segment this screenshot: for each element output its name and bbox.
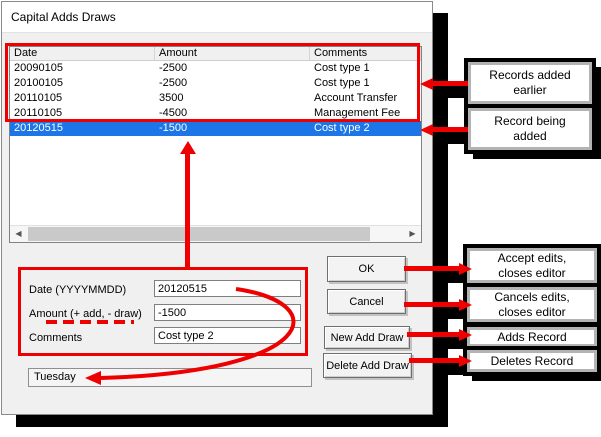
amount-field[interactable] xyxy=(154,304,301,321)
table-row-selected[interactable]: 20120515 -1500 Cost type 2 xyxy=(10,121,421,136)
arrow-shadow xyxy=(437,363,467,375)
comments-field[interactable] xyxy=(154,327,301,344)
callout-cancels-edits: Cancels edits, closes editor xyxy=(467,287,597,322)
delete-add-draw-button[interactable]: Delete Add Draw xyxy=(323,353,412,378)
callout-records-added-earlier: Records added earlier xyxy=(468,62,592,104)
column-header-date[interactable]: Date xyxy=(10,47,155,60)
day-of-week-display: Tuesday xyxy=(28,368,312,387)
callout-deletes-record: Deletes Record xyxy=(467,350,597,372)
capital-adds-draws-dialog: Capital Adds Draws Date Amount Comments … xyxy=(1,1,433,415)
column-header-comments[interactable]: Comments xyxy=(310,47,421,60)
amount-dashed-underline xyxy=(46,320,134,324)
title-bar[interactable]: Capital Adds Draws xyxy=(2,2,432,33)
table-row[interactable]: 20100105 -2500 Cost type 1 xyxy=(10,76,421,91)
arrow-shadow xyxy=(437,307,467,319)
arrow-shadow xyxy=(437,337,467,349)
arrow-shadow xyxy=(437,271,467,283)
cell-comments: Cost type 1 xyxy=(314,62,370,74)
window-title: Capital Adds Draws xyxy=(11,10,116,24)
cell-date: 20090105 xyxy=(14,62,63,74)
cell-amount: -2500 xyxy=(159,77,188,89)
scroll-right-icon[interactable]: ▶ xyxy=(404,226,421,242)
ok-button[interactable]: OK xyxy=(327,256,406,282)
callout-record-being-added: Record being added xyxy=(468,108,592,150)
callout-adds-record: Adds Record xyxy=(467,327,597,347)
date-field[interactable] xyxy=(154,280,301,297)
table-row[interactable]: 20110105 -4500 Management Fee xyxy=(10,106,421,121)
cell-amount: -2500 xyxy=(159,62,188,74)
comments-label: Comments xyxy=(29,332,83,344)
amount-label: Amount (+ add, - draw) xyxy=(29,308,142,320)
table-row[interactable]: 20090105 -2500 Cost type 1 xyxy=(10,61,421,76)
cell-date: 20110105 xyxy=(14,107,63,119)
table-row[interactable]: 20110105 3500 Account Transfer xyxy=(10,91,421,106)
cell-date: 20100105 xyxy=(14,77,63,89)
arrow-shadow xyxy=(437,132,467,144)
new-add-draw-button[interactable]: New Add Draw xyxy=(324,326,410,349)
date-label: Date (YYYYMMDD) xyxy=(29,284,127,296)
cell-comments: Account Transfer xyxy=(314,92,398,104)
cell-amount: -1500 xyxy=(159,122,188,134)
horizontal-scrollbar[interactable]: ◀ ▶ xyxy=(10,225,421,242)
cell-amount: 3500 xyxy=(159,92,184,104)
cell-comments: Cost type 2 xyxy=(314,122,370,134)
cell-comments: Management Fee xyxy=(314,107,401,119)
cell-date: 20120515 xyxy=(14,122,63,134)
callout-accept-edits: Accept edits, closes editor xyxy=(467,248,597,283)
arrow-shadow xyxy=(437,86,467,98)
cancel-button[interactable]: Cancel xyxy=(327,289,406,314)
scroll-left-icon[interactable]: ◀ xyxy=(10,226,27,242)
scrollbar-thumb[interactable] xyxy=(28,227,370,241)
list-header: Date Amount Comments xyxy=(10,47,421,61)
cell-amount: -4500 xyxy=(159,107,188,119)
cell-date: 20110105 xyxy=(14,92,63,104)
records-list[interactable]: Date Amount Comments 20090105 -2500 Cost… xyxy=(9,46,422,243)
cell-comments: Cost type 1 xyxy=(314,77,370,89)
column-header-amount[interactable]: Amount xyxy=(155,47,310,60)
